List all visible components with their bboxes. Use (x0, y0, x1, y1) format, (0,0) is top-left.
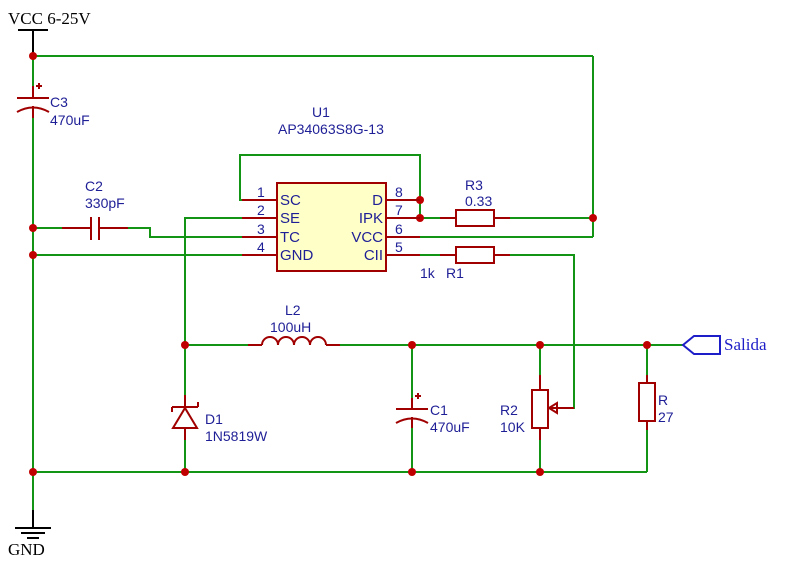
salida-label: Salida (724, 335, 767, 354)
pin-name-cii: CII (364, 247, 383, 264)
pin-number-1: 1 (257, 184, 265, 200)
pin-name-sc: SC (280, 192, 301, 209)
c1-ref: C1 (430, 402, 448, 418)
pin-number-6: 6 (395, 221, 403, 237)
capacitor-c1: C1 470uF (395, 393, 470, 435)
pin-name-se: SE (280, 210, 300, 227)
l2-value: 100uH (270, 319, 311, 335)
r1-value: 1k (420, 265, 436, 281)
pin-name-d: D (372, 192, 383, 209)
resistor-r3: R3 0.33 (440, 177, 510, 227)
potentiometer-r2: R2 10K (500, 375, 574, 440)
r2-value: 10K (500, 419, 526, 435)
c2-ref: C2 (85, 178, 103, 194)
output-net-label: Salida (681, 335, 767, 355)
pin-number-3: 3 (257, 221, 265, 237)
r1-ref: R1 (446, 265, 464, 281)
c1-value: 470uF (430, 419, 470, 435)
l2-ref: L2 (285, 302, 301, 318)
pin-name-vcc: VCC (351, 229, 383, 246)
resistor-r1: 1k R1 (420, 246, 510, 281)
r-ref: R (658, 392, 668, 408)
ic-u1: U1 AP34063S8G-13 1 2 3 4 SC SE TC GND 8 … (242, 104, 420, 272)
capacitor-c2: C2 330pF (62, 178, 128, 240)
resistor-r: R 27 (638, 375, 674, 430)
gnd-power-symbol: GND (8, 510, 51, 559)
d1-value: 1N5819W (205, 428, 268, 444)
gnd-label: GND (8, 540, 45, 559)
diode-d1: D1 1N5819W (171, 395, 268, 444)
inductor-l2: L2 100uH (248, 302, 340, 346)
pin-number-7: 7 (395, 202, 403, 218)
r-value: 27 (658, 409, 674, 425)
d1-ref: D1 (205, 411, 223, 427)
pin-name-gnd: GND (280, 247, 314, 264)
c3-ref: C3 (50, 94, 68, 110)
c3-value: 470uF (50, 112, 90, 128)
pin-number-2: 2 (257, 202, 265, 218)
vcc-power-symbol: VCC 6-25V (8, 9, 91, 56)
pin-number-5: 5 (395, 239, 403, 255)
wires (32, 55, 683, 510)
pin-number-8: 8 (395, 184, 403, 200)
pin-name-ipk: IPK (359, 210, 383, 227)
u1-ref: U1 (312, 104, 330, 120)
u1-value: AP34063S8G-13 (278, 121, 384, 137)
vcc-label: VCC 6-25V (8, 9, 91, 28)
c2-value: 330pF (85, 195, 125, 211)
pin-name-tc: TC (280, 229, 300, 246)
capacitor-c3: C3 470uF (16, 83, 90, 128)
r3-value: 0.33 (465, 193, 492, 209)
pin-number-4: 4 (257, 239, 265, 255)
r3-ref: R3 (465, 177, 483, 193)
r2-ref: R2 (500, 402, 518, 418)
